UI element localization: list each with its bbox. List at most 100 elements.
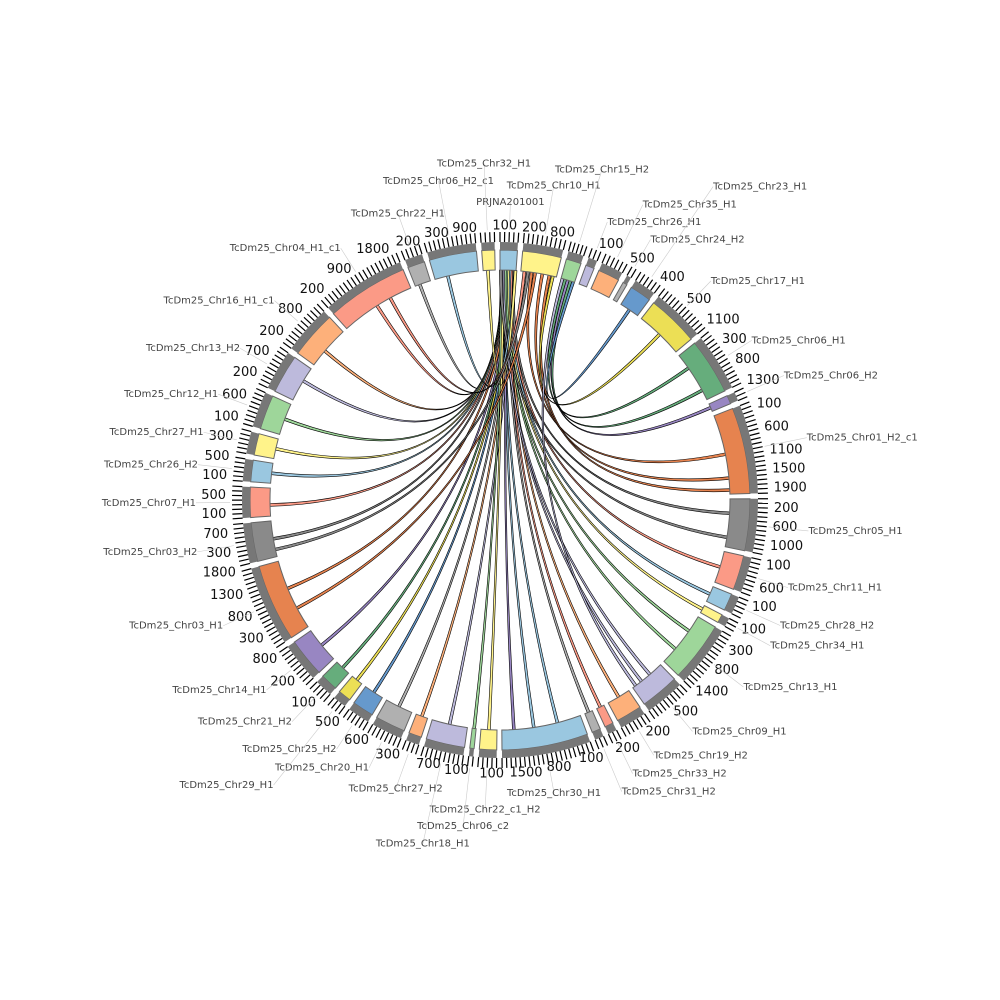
tick-mark [646,279,654,289]
tick-mark [743,583,754,588]
tick-mark [327,697,335,706]
sector-TcDm25_Chr33_H2[interactable] [596,704,622,744]
sector-TcDm25_Chr29_H1[interactable] [327,675,363,715]
sector-TcDm25_Chr07_H1[interactable] [231,485,272,520]
sector-TcDm25_Chr24_H2[interactable] [612,266,637,303]
sector-TcDm25_Chr06_c2[interactable] [466,727,477,767]
sector-block[interactable] [478,728,498,751]
sector-TcDm25_Chr06_H2[interactable] [708,387,748,412]
sector-TcDm25_Chr06_H2_c1[interactable] [423,233,479,280]
sector-block[interactable] [632,664,676,705]
sector-TcDm25_Chr04_H1_c1[interactable] [320,252,412,330]
sector-block[interactable] [274,356,312,401]
sector-block[interactable] [469,727,477,750]
sector-TcDm25_Chr05_H1[interactable] [724,498,768,556]
sector-block[interactable] [705,585,733,611]
sector-block[interactable] [481,249,496,272]
sector-block[interactable] [607,689,641,722]
sector-TcDm25_Chr31_H2[interactable] [584,710,609,750]
sector-TcDm25_Chr18_H1[interactable] [420,719,468,766]
sector-block[interactable] [408,713,429,738]
sector-TcDm25_Chr34_H1[interactable] [699,604,739,632]
sector-block[interactable] [297,316,344,366]
tick-mark [401,740,407,750]
sector-TcDm25_Chr21_H2[interactable] [309,661,350,703]
sector-TcDm25_Chr26_H2[interactable] [232,456,274,484]
sector-block[interactable] [375,699,413,732]
sector-TcDm25_Chr23_H1[interactable] [620,271,661,317]
sector-block[interactable] [590,269,620,299]
sector-TcDm25_Chr22_c1_H2[interactable] [477,728,498,768]
sector-TcDm25_Chr27_H2[interactable] [401,713,429,755]
label-leader [672,707,693,732]
sector-TcDm25_Chr13_H2[interactable] [258,346,312,401]
sector-block[interactable] [338,675,363,701]
tick-mark [721,630,732,637]
sector-TcDm25_Chr25_H2[interactable] [342,685,384,731]
sector-block[interactable] [428,250,479,280]
sector-block[interactable] [584,710,601,734]
sector-block[interactable] [253,433,279,460]
tick-label: 600 [759,581,784,596]
sector-TcDm25_Chr19_H2[interactable] [607,689,651,737]
sector-label: TcDm25_Chr13_H2 [145,343,240,354]
sector-block[interactable] [620,286,651,317]
sector-block[interactable] [322,661,350,689]
sector-label: TcDm25_Chr01_H2_c1 [806,433,918,444]
sector-TcDm25_Chr09_H1[interactable] [632,664,688,720]
tick-mark [268,630,278,637]
sector-block[interactable] [250,459,274,484]
sector-block[interactable] [713,407,751,495]
sector-label: TcDm25_Chr13_H1 [742,682,837,693]
sector-block[interactable] [578,264,595,288]
sector-PRJNA201001[interactable] [499,232,520,272]
sector-TcDm25_Chr32_H1[interactable] [479,232,496,272]
sector-block[interactable] [520,250,562,278]
sector-block[interactable] [501,714,589,751]
tick-mark [338,285,346,294]
tick-mark [621,263,628,274]
sector-TcDm25_Chr14_H1[interactable] [279,630,335,686]
sector-TcDm25_Chr26_H1[interactable] [578,248,602,288]
tick-mark [233,522,244,526]
sector-block[interactable] [293,630,335,674]
sector-TcDm25_Chr11_H1[interactable] [714,550,762,597]
sector-block[interactable] [407,261,432,287]
sector-block[interactable] [560,258,582,284]
sector-TcDm25_Chr12_H1[interactable] [242,387,292,435]
sector-block[interactable] [499,249,518,272]
sector-block[interactable] [332,268,412,330]
sector-block[interactable] [640,302,692,353]
sector-block[interactable] [714,550,745,590]
sector-block[interactable] [699,604,723,624]
sector-TcDm25_Chr20_H1[interactable] [367,699,413,748]
sector-TcDm25_Chr35_H1[interactable] [590,253,628,299]
sector-TcDm25_Chr27_H1[interactable] [236,428,279,460]
sector-block[interactable] [353,685,384,716]
tick-label: 200 [774,501,799,516]
sector-TcDm25_Chr10_H1[interactable] [520,233,567,278]
sector-block[interactable] [596,704,614,728]
sector-block[interactable] [259,395,292,435]
sector-TcDm25_Chr03_H1[interactable] [241,560,309,649]
sector-TcDm25_Chr28_H2[interactable] [705,585,749,619]
sector-TcDm25_Chr01_H2_c1[interactable] [713,401,768,495]
sector-TcDm25_Chr30_H1[interactable] [501,714,595,768]
tick-band [427,243,477,261]
sector-TcDm25_Chr17_H1[interactable] [640,288,706,353]
sector-TcDm25_Chr06_H1[interactable] [678,331,742,401]
sector-block[interactable] [724,498,751,552]
sector-block[interactable] [678,342,726,401]
sector-TcDm25_Chr13_H1[interactable] [663,616,732,689]
sector-block[interactable] [708,394,732,412]
tick-band [423,738,465,756]
sector-block[interactable] [425,719,468,749]
sector-TcDm25_Chr15_H2[interactable] [560,241,588,284]
sector-block[interactable] [663,616,717,677]
sector-block[interactable] [250,520,278,563]
sector-TcDm25_Chr16_H1_c1[interactable] [282,303,344,366]
sector-TcDm25_Chr22_H1[interactable] [400,244,432,287]
sector-TcDm25_Chr03_H2[interactable] [233,520,278,567]
sector-block[interactable] [249,486,272,519]
sector-block[interactable] [612,281,628,303]
